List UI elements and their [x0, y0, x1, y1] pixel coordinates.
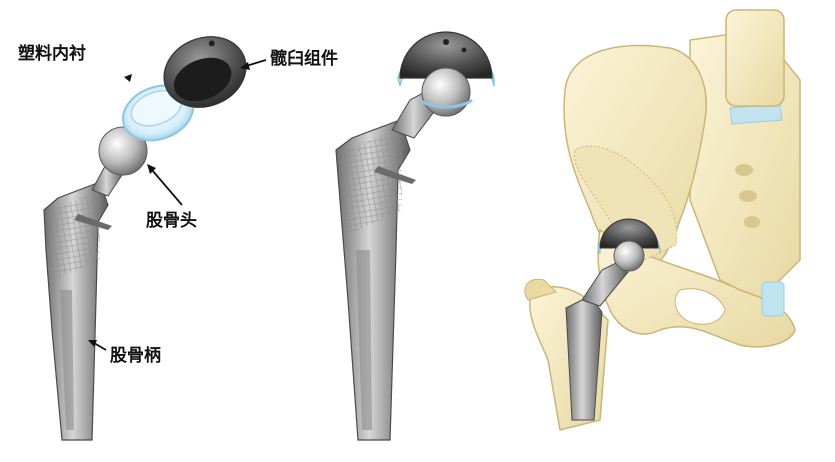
liner-arrow	[124, 74, 132, 82]
acetabular-component-label: 髋臼组件	[270, 51, 338, 68]
spine-vertebra	[726, 10, 784, 106]
femoral-head-label: 股骨头	[146, 213, 197, 230]
femoral-head-assembled	[422, 68, 470, 116]
femoral-head-implanted	[614, 241, 644, 271]
plastic-liner-label: 塑料内衬	[18, 46, 86, 63]
stem-arrow-line	[94, 343, 106, 350]
head-arrow-line	[152, 170, 182, 205]
pubic-symphysis	[762, 282, 784, 316]
assembled-prosthesis	[336, 32, 494, 440]
exploded-prosthesis	[44, 25, 257, 440]
cup-arrow-line	[246, 60, 266, 66]
pelvis-implant-view	[525, 10, 800, 430]
spine-disc-upper	[730, 104, 782, 124]
femoral-stem-label: 股骨柄	[110, 348, 161, 365]
